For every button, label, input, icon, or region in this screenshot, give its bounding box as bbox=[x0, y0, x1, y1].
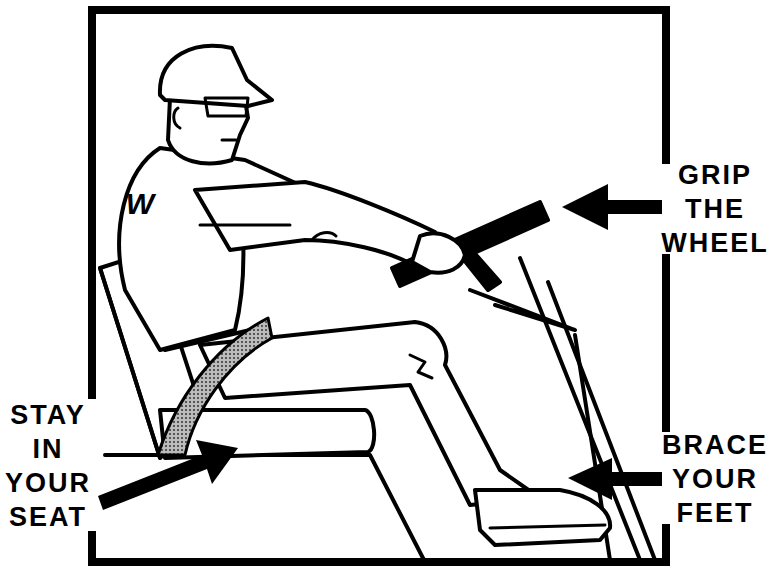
sleeve-line bbox=[200, 224, 290, 227]
seat-belt bbox=[158, 318, 272, 455]
instruction-label: GRIP THE WHEEL bbox=[661, 158, 769, 260]
face bbox=[168, 98, 248, 163]
torso bbox=[119, 148, 300, 350]
frame-left bbox=[88, 10, 96, 395]
ear bbox=[174, 108, 180, 128]
arrows bbox=[98, 184, 662, 510]
pointer-arrow bbox=[562, 184, 662, 230]
steering-wheel bbox=[392, 202, 548, 286]
arm bbox=[195, 182, 440, 268]
shirt-letter: W bbox=[126, 188, 154, 220]
hand bbox=[412, 233, 465, 272]
knee-crease bbox=[410, 355, 432, 378]
frame-top bbox=[92, 6, 666, 14]
seat-base bbox=[105, 455, 425, 562]
frame-right bbox=[662, 10, 670, 160]
instruction-label: STAY IN YOUR SEAT bbox=[5, 398, 91, 534]
shoe bbox=[475, 490, 610, 545]
glasses bbox=[205, 98, 248, 116]
pointer-arrow bbox=[98, 440, 238, 510]
elbow-crease bbox=[312, 233, 336, 240]
shoe-sole bbox=[490, 525, 605, 528]
mouth bbox=[222, 139, 236, 142]
frame bbox=[92, 10, 666, 562]
pointer-arrow bbox=[568, 458, 662, 500]
frame-right bbox=[662, 258, 670, 428]
instruction-label: BRACE YOUR FEET bbox=[662, 428, 768, 530]
